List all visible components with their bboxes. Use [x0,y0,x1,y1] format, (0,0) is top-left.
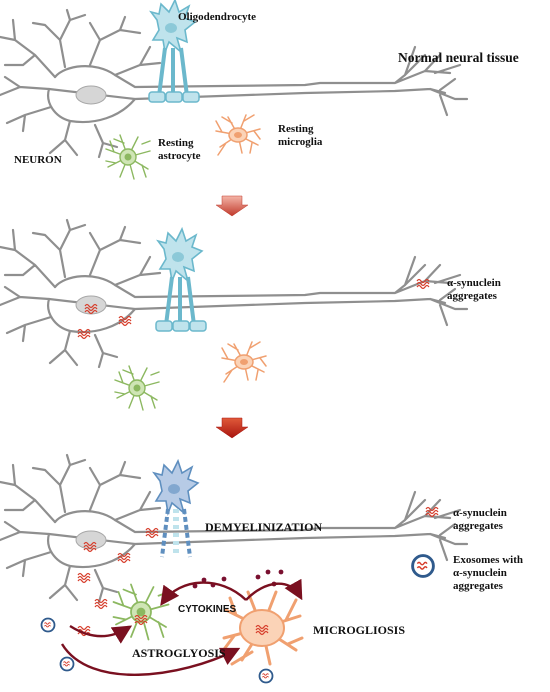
transition-arrow-2 [215,417,249,439]
label-microglia-line1: Resting [278,123,314,135]
legend3-aggregates-line2: aggregates [453,520,503,532]
panel-title: Normal neural tissue [398,50,519,65]
transition-arrow-1 [215,195,249,217]
neuron-2 [0,218,469,369]
legend3-exosomes-line1: Exosomes with [453,554,523,566]
panel-normal-tissue [0,0,469,180]
legend3-exosomes-line3: aggregates [453,580,503,592]
legend3-exosomes-line2: α-synuclein [453,567,507,579]
cytokine-dots [192,569,284,589]
resting-microglia [215,114,261,156]
legend-exosome-icon [411,554,435,578]
microglia-2 [221,341,267,383]
cytokine-arrow-to-astrocyte [160,581,247,606]
legend3-aggregates-line1: α-synuclein [453,507,507,519]
label-astrocyte-line2: astrocyte [158,150,201,162]
label-oligodendrocyte: Oligodendrocyte [178,11,257,23]
label-microgliosis: MICROGLIOSIS [313,623,406,637]
exosome-arrow-to-microglia [60,643,241,676]
legend-aggregates-line2: aggregates [447,290,497,302]
astrocyte-2 [114,365,160,411]
label-neuron: NEURON [14,154,62,166]
label-demyelinization: DEMYELINIZATION [205,520,323,534]
resting-astrocyte [105,134,151,180]
damaged-oligodendrocyte [152,458,200,558]
panel-aggregates [0,218,469,411]
neuron-nucleus [75,295,107,315]
panel-pathology [0,453,469,684]
exosome-arrow-to-astrocyte [69,624,133,644]
legend-aggregates-line1: α-synuclein [447,277,501,289]
label-microglia-line2: microglia [278,136,323,148]
oligodendrocyte-2 [154,227,208,333]
neuron-nucleus [75,530,107,550]
label-astrocyte-line1: Resting [158,137,194,149]
neuron-nucleus [75,85,107,105]
label-astrogliosis: ASTROGLYOSIS [132,646,226,660]
label-cytokines: CYTOKINES [178,604,237,615]
cytokine-arrow-to-microglia [245,578,303,601]
